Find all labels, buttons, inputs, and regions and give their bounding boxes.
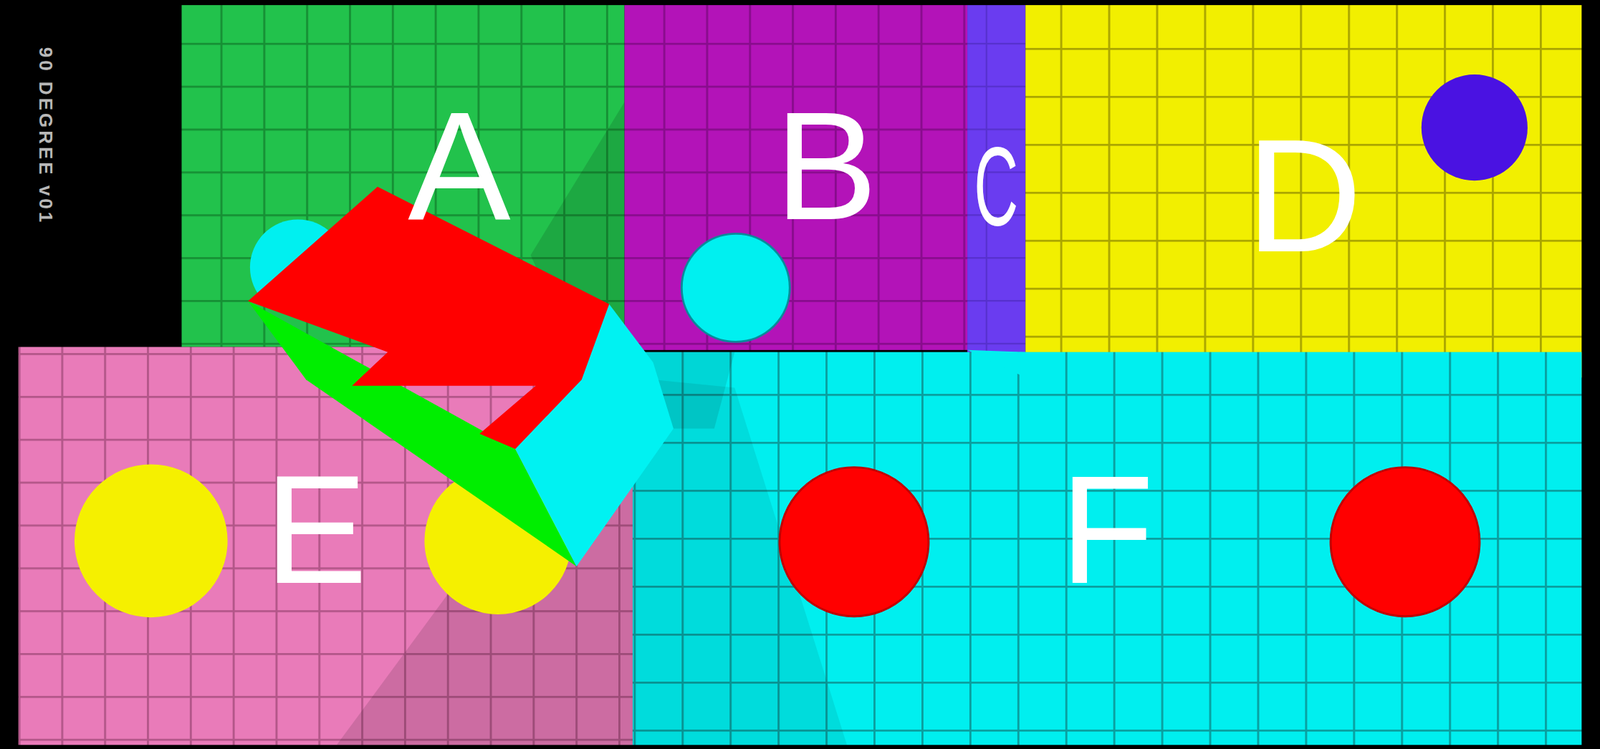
region-letter: B <box>774 88 878 243</box>
region-fill <box>632 352 1582 746</box>
grid-region: A <box>181 5 625 347</box>
grid-region: C <box>967 5 1026 378</box>
blue-ball <box>1421 74 1528 181</box>
yellow-ball <box>74 464 228 618</box>
region-letter: E <box>264 452 367 607</box>
region-fill <box>624 5 969 351</box>
region-letter: F <box>1059 452 1154 607</box>
region-fill <box>967 5 1026 378</box>
region-letter: D <box>1246 115 1363 277</box>
cyan-ball <box>681 233 790 342</box>
grid-region: E <box>18 346 633 746</box>
region-letter: A <box>407 88 511 243</box>
version-watermark: 90 DEGREE v01 <box>36 47 56 226</box>
grid-region: B <box>624 5 968 350</box>
region-letter: C <box>973 130 1019 243</box>
red-ball <box>779 467 929 617</box>
red-ball <box>1330 467 1480 617</box>
grid-region: D <box>1025 5 1582 378</box>
region-fill <box>1025 5 1582 378</box>
floor-edge <box>967 350 1026 378</box>
grid-region: F <box>632 351 1582 746</box>
